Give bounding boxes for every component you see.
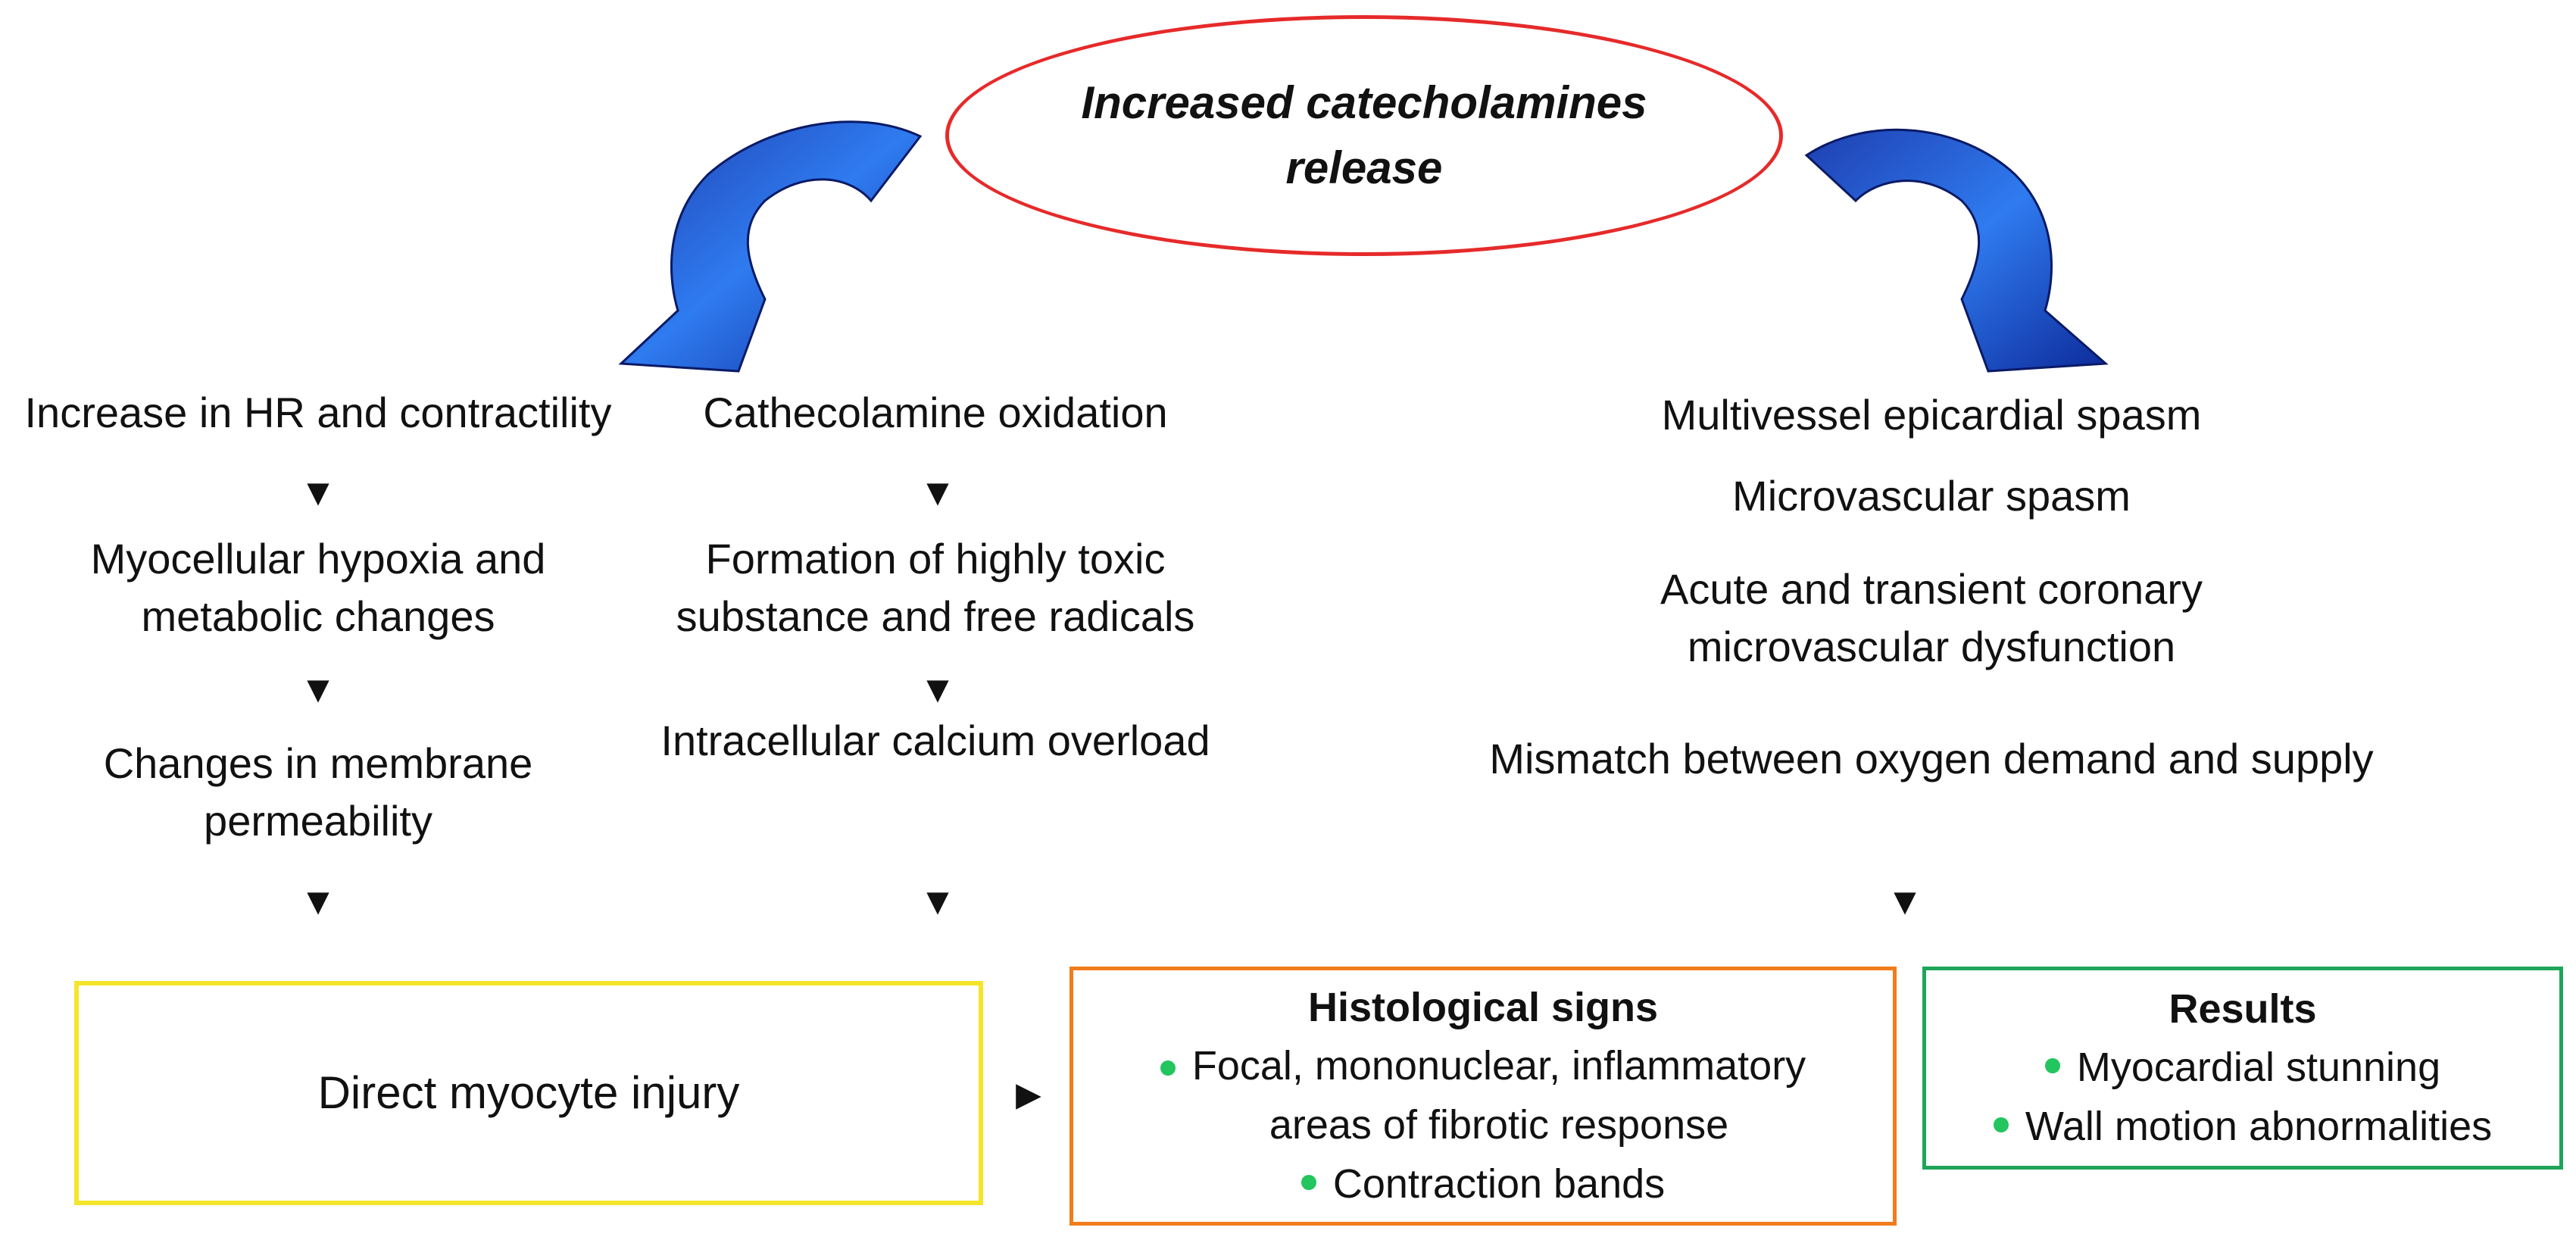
middle-arrow-2-icon: ▼ (919, 668, 957, 711)
left-step-3: Changes in membrane permeability (103, 739, 533, 845)
results-item-2-text: Wall motion abnormalities (2025, 1104, 2493, 1149)
left-arrow-1-icon: ▼ (299, 471, 337, 514)
right-step-3: Acute and transient coronary microvascul… (1660, 565, 2203, 670)
bullet-icon (2044, 1057, 2060, 1073)
histology-item-2: Contraction bands (1300, 1154, 1666, 1213)
right-curved-arrow-icon (1804, 128, 2109, 373)
injury-to-histology-arrow-icon: ► (1007, 1070, 1050, 1118)
left-arrow-3-icon: ▼ (299, 880, 337, 923)
histology-item-2-text: Contraction bands (1332, 1161, 1666, 1207)
results-box: Results Myocardial stunning Wall motion … (1922, 967, 2563, 1170)
right-step-4: Mismatch between oxygen demand and suppl… (1489, 735, 2374, 782)
middle-arrow-1-icon: ▼ (919, 471, 957, 514)
results-item-2: Wall motion abnormalities (1993, 1097, 2493, 1156)
middle-arrow-3-icon: ▼ (919, 880, 957, 923)
left-arrow-2-icon: ▼ (299, 668, 337, 711)
bullet-icon (1160, 1060, 1176, 1076)
middle-step-3: Intracellular calcium overload (660, 717, 1210, 764)
catecholamines-ellipse: Increased catecholamines release (945, 15, 1783, 256)
left-curved-arrow-icon (618, 120, 923, 373)
right-arrow-icon: ▼ (1886, 880, 1924, 923)
middle-step-1: Cathecolamine oxidation (703, 389, 1168, 436)
histological-signs-title: Histological signs (1307, 985, 1659, 1030)
results-title: Results (2169, 986, 2317, 1032)
histological-signs-box: Histological signs Focal, mononuclear, i… (1069, 967, 1897, 1226)
histology-item-1: Focal, mononuclear, inflammatory areas o… (1160, 1036, 1806, 1154)
histology-item-1-text: Focal, mononuclear, inflammatory areas o… (1191, 1043, 1806, 1148)
bullet-icon (1300, 1174, 1316, 1190)
catecholamines-label: Increased catecholamines release (1081, 77, 1647, 193)
results-item-1: Myocardial stunning (2044, 1038, 2441, 1097)
right-step-1: Multivessel epicardial spasm (1661, 391, 2202, 439)
direct-injury-box: Direct myocyte injury (74, 981, 983, 1205)
direct-injury-label: Direct myocyte injury (317, 1067, 740, 1118)
left-step-2: Myocellular hypoxia and metabolic change… (90, 535, 546, 640)
left-step-1: Increase in HR and contractility (24, 389, 612, 436)
right-step-2: Microvascular spasm (1732, 472, 2131, 520)
middle-step-2: Formation of highly toxic substance and … (676, 535, 1195, 640)
bullet-icon (1993, 1117, 2009, 1132)
results-item-1-text: Myocardial stunning (2076, 1045, 2441, 1090)
